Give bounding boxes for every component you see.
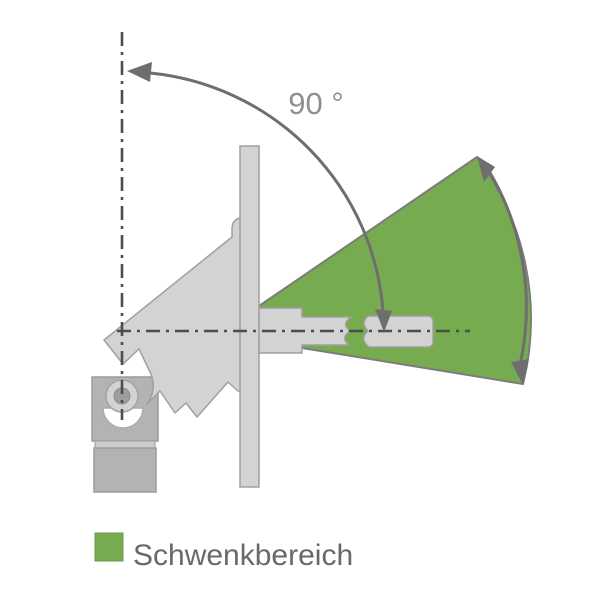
pivot-block-lower (93, 447, 157, 493)
swivel-bracket (103, 216, 251, 418)
swivel-arrowhead-bottom-icon (511, 359, 529, 385)
angle-arrowhead-down-icon (375, 309, 392, 332)
angle-arc (149, 71, 385, 312)
swivel-arc-double-arrow (487, 170, 528, 366)
swivel-arrowhead-top-icon (477, 156, 495, 182)
pivot-block-joint (94, 440, 156, 449)
legend-label: Schwenkbereich (133, 539, 353, 572)
angle-arrowhead-left-icon (127, 62, 152, 82)
angle-label: 90 ° (288, 86, 344, 121)
mounting-plate (239, 145, 260, 488)
legend-swatch (94, 532, 124, 562)
